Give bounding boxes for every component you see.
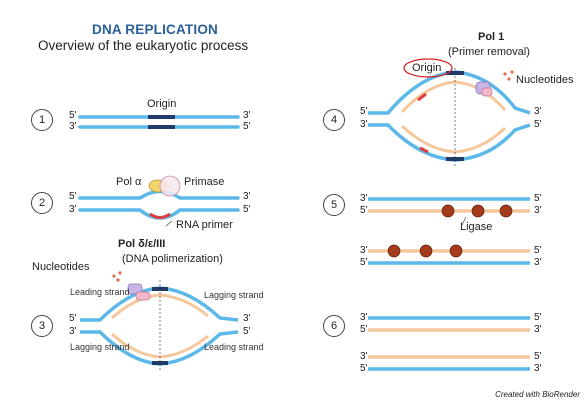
end-label: 5': [534, 245, 542, 256]
end-label: 3': [243, 313, 251, 324]
end-label: 5': [243, 204, 251, 215]
step-1-strands: [78, 115, 240, 129]
end-label: 5': [69, 110, 77, 121]
pol-delta-label: Pol δ/ε/III: [118, 238, 166, 250]
lagging-strand-label-bl: Lagging strand: [70, 342, 130, 352]
step-4-bubble: [368, 58, 531, 166]
ligase-label: Ligase: [460, 221, 493, 233]
end-label: 3': [360, 193, 368, 204]
end-label: 5': [360, 205, 368, 216]
end-label: 5': [243, 121, 251, 132]
ligase-shapes: [387, 204, 513, 258]
end-label: 5': [360, 106, 368, 117]
step-number-1: 1: [31, 109, 53, 131]
leading-strand-label-tl: Leading strand: [70, 287, 130, 297]
rna-primer-mark: [149, 212, 171, 219]
end-label: 5': [360, 257, 368, 268]
end-label: 3': [534, 363, 542, 374]
step-number-6: 6: [323, 315, 345, 337]
end-label: 3': [360, 245, 368, 256]
primase-shape: [159, 175, 181, 197]
end-label: 3': [360, 351, 368, 362]
step-number-2: 2: [31, 192, 53, 214]
step-number-5: 5: [323, 194, 345, 216]
end-label: 3': [243, 191, 251, 202]
end-label: 5': [69, 191, 77, 202]
end-label: 3': [69, 326, 77, 337]
end-label: 3': [534, 205, 542, 216]
pol-delta-shape: [127, 283, 143, 295]
pol1-sub-label: (Primer removal): [448, 46, 530, 58]
step-6-strands: [368, 316, 530, 371]
end-label: 3': [360, 119, 368, 130]
step-2-strands: [78, 175, 240, 227]
leading-strand-label-br: Leading strand: [204, 342, 264, 352]
end-label: 3': [534, 324, 542, 335]
end-label: 5': [534, 193, 542, 204]
step3-nucleotides-label: Nucleotides: [32, 261, 90, 273]
pol-alpha-label: Pol α: [116, 176, 142, 188]
step1-origin-label: Origin: [147, 98, 177, 110]
diagram-title: DNA REPLICATION: [92, 22, 218, 37]
end-label: 5': [534, 312, 542, 323]
end-label: 3': [69, 204, 77, 215]
rna-primer-label: RNA primer: [176, 219, 233, 231]
end-label: 3': [243, 110, 251, 121]
step-5-strands: [368, 197, 530, 265]
step-number-3: 3: [31, 315, 53, 337]
diagram-subtitle: Overview of the eukaryotic process: [38, 38, 249, 53]
pol-delta-sub-label: (DNA polimerization): [122, 253, 223, 265]
end-label: 3': [534, 106, 542, 117]
step4-nucleotides-label: Nucleotides: [516, 74, 574, 86]
step-number-4: 4: [323, 109, 345, 131]
origin-annotation-circle: [403, 58, 453, 78]
end-label: 5': [243, 326, 251, 337]
end-label: 5': [69, 313, 77, 324]
end-label: 5': [534, 119, 542, 130]
step-3-bubble: [80, 271, 239, 372]
end-label: 3': [360, 312, 368, 323]
primase-label: Primase: [184, 176, 225, 188]
pol1-label: Pol 1: [478, 31, 505, 43]
end-label: 3': [69, 121, 77, 132]
lagging-strand-label-tr: Lagging strand: [204, 290, 264, 300]
end-label: 3': [534, 257, 542, 268]
end-label: 5': [360, 363, 368, 374]
end-label: 5': [534, 351, 542, 362]
credit-text: Created with BioRender: [495, 390, 580, 399]
end-label: 5': [360, 324, 368, 335]
step4-origin-label: Origin: [412, 62, 442, 74]
